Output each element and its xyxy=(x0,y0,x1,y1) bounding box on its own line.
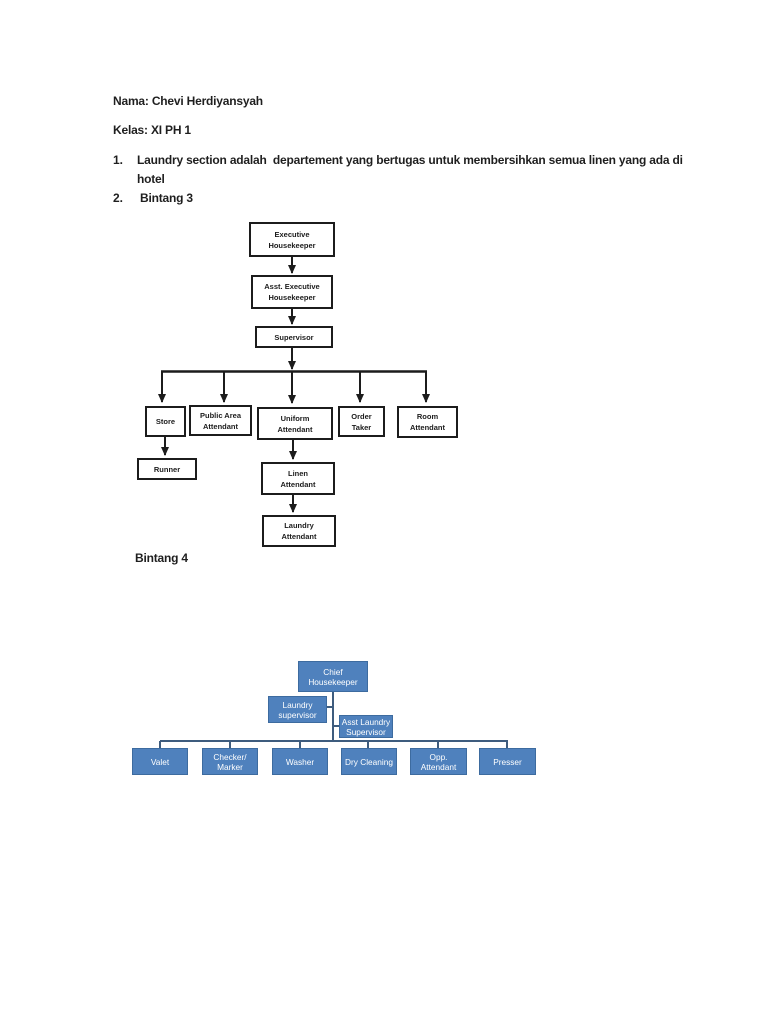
org-node-asst-executive-housekeeper: Asst. Executive Housekeeper xyxy=(251,275,333,309)
org-node-dry-cleaning: Dry Cleaning xyxy=(341,748,397,775)
org-node-supervisor: Supervisor xyxy=(255,326,333,348)
bintang4-connector-lines xyxy=(159,692,508,749)
org-node-presser: Presser xyxy=(479,748,536,775)
org-node-chief-housekeeper: Chief Housekeeper xyxy=(298,661,368,692)
list-item-1-text: Laundry section adalah departement yang … xyxy=(137,153,686,186)
org-node-laundry-supervisor: Laundry supervisor xyxy=(268,696,327,723)
list-item-2-number: 2. xyxy=(113,191,124,205)
list-item-1-number: 1. xyxy=(113,153,124,167)
org-node-laundry-attendant: Laundry Attendant xyxy=(262,515,336,547)
student-name-line: Nama: Chevi Herdiyansyah xyxy=(113,94,263,108)
list-item-2-text: Bintang 3 xyxy=(140,191,193,205)
org-node-uniform-attendant: Uniform Attendant xyxy=(257,407,333,440)
org-node-runner: Runner xyxy=(137,458,197,480)
org-node-store: Store xyxy=(145,406,186,437)
student-class-line: Kelas: XI PH 1 xyxy=(113,123,191,137)
org-node-room-attendant: Room Attendant xyxy=(397,406,458,438)
org-node-opp-attendant: Opp. Attendant xyxy=(410,748,467,775)
org-node-order-taker: Order Taker xyxy=(338,406,385,437)
org-node-checker-marker: Checker/ Marker xyxy=(202,748,258,775)
org-node-public-area-attendant: Public Area Attendant xyxy=(189,405,252,436)
bintang-4-label: Bintang 4 xyxy=(135,551,188,565)
org-node-washer: Washer xyxy=(272,748,328,775)
org-node-executive-housekeeper: Executive Housekeeper xyxy=(249,222,335,257)
org-node-linen-attendant: Linen Attendant xyxy=(261,462,335,495)
org-node-valet: Valet xyxy=(132,748,188,775)
bintang3-connector-lines xyxy=(158,257,430,513)
org-node-asst-laundry-supervisor: Asst Laundry Supervisor xyxy=(339,715,393,738)
